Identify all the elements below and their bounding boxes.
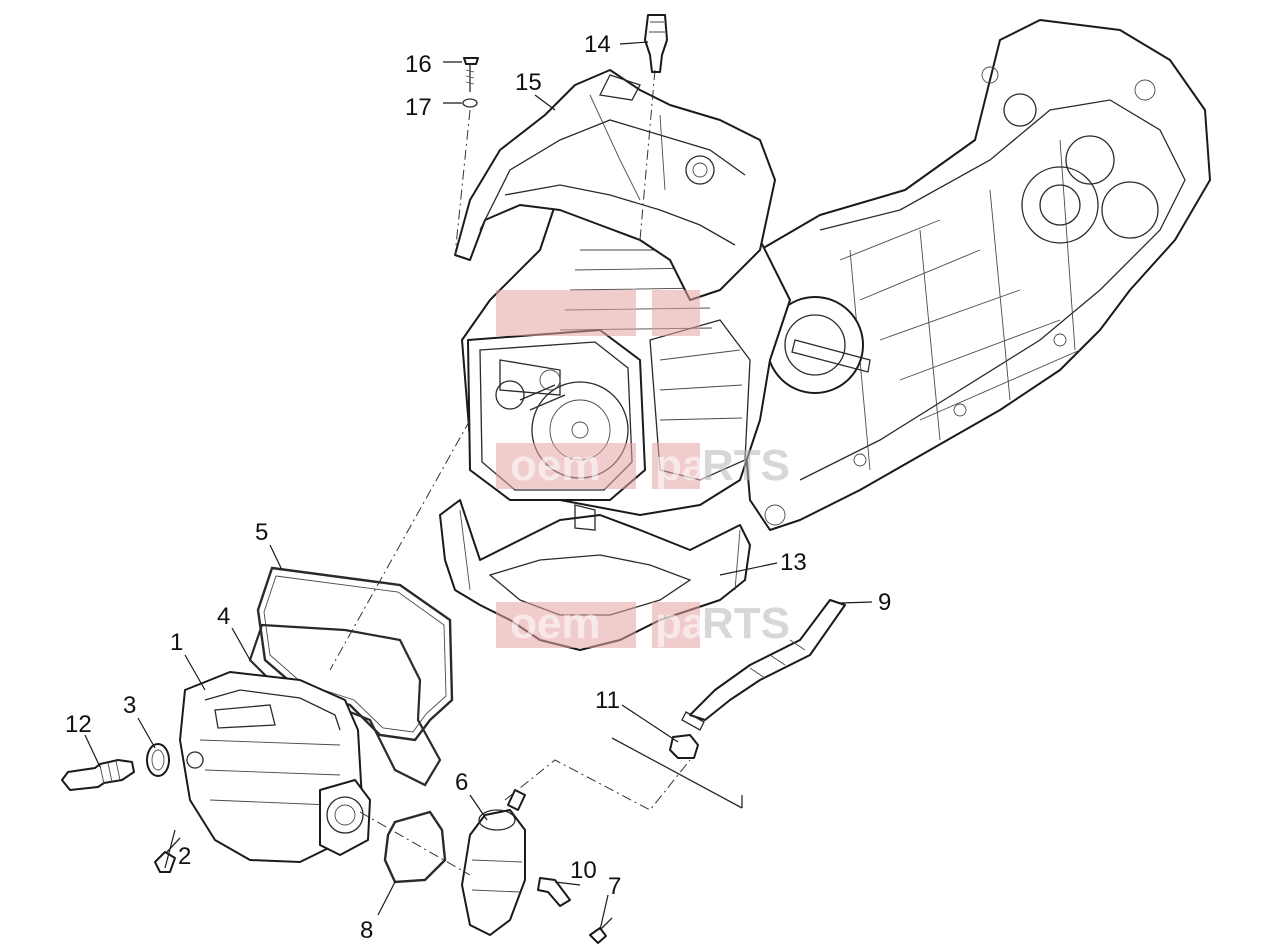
- callout-8: 8: [360, 917, 373, 944]
- part-5-outer-gasket: [256, 566, 454, 742]
- part-2-bolt: [154, 837, 181, 873]
- callout-6: 6: [455, 769, 468, 796]
- callout-11: 11: [595, 687, 620, 714]
- callout-5: 5: [255, 519, 268, 546]
- callout-16: 16: [405, 51, 432, 78]
- callout-4: 4: [217, 603, 230, 630]
- assembly-lines: [329, 69, 743, 876]
- callout-17: 17: [405, 94, 432, 121]
- callout-12: 12: [65, 711, 92, 738]
- callout-14: 14: [584, 31, 611, 58]
- watermark: oem pa RTS oem pa RTS: [496, 290, 790, 648]
- part-3-seal-ring: [146, 743, 170, 777]
- callout-numbers: 1 2 3 4 5 6 7 8 9 10 11 12 13 14 15 16 1…: [65, 31, 891, 944]
- callout-7: 7: [608, 873, 621, 900]
- part-1-valve-cover: [179, 671, 371, 863]
- part-11-hose-clamp: [669, 734, 699, 759]
- watermark-oem-2: oem: [510, 599, 600, 648]
- callout-13: 13: [780, 549, 807, 576]
- part-7-screw: [589, 917, 613, 944]
- part-9-breather-hose: [681, 599, 846, 731]
- callout-1: 1: [170, 629, 183, 656]
- part-16-screw: [463, 57, 479, 92]
- part-8-o-ring: [383, 810, 447, 884]
- watermark-pa-2: pa: [655, 599, 707, 648]
- part-12-spark-plug: [61, 759, 135, 791]
- part-5-outer-gasket-inner: [263, 575, 447, 733]
- watermark-pa: pa: [655, 441, 707, 490]
- callout-9: 9: [878, 589, 891, 616]
- part-10-clip: [537, 877, 571, 907]
- watermark-rts: RTS: [702, 441, 790, 490]
- leader-lines: [84, 41, 873, 931]
- part-14-sensor: [644, 14, 668, 73]
- part-17-washer: [462, 98, 478, 108]
- engine-crankcase: [744, 19, 1211, 531]
- part-6-breather-housing: [461, 789, 526, 936]
- part-15-upper-shroud: [454, 69, 776, 301]
- watermark-rts-2: RTS: [702, 599, 790, 648]
- callout-2: 2: [178, 843, 191, 870]
- callout-3: 3: [123, 692, 136, 719]
- callout-10: 10: [570, 857, 597, 884]
- callout-15: 15: [515, 69, 542, 96]
- watermark-oem: oem: [510, 441, 600, 490]
